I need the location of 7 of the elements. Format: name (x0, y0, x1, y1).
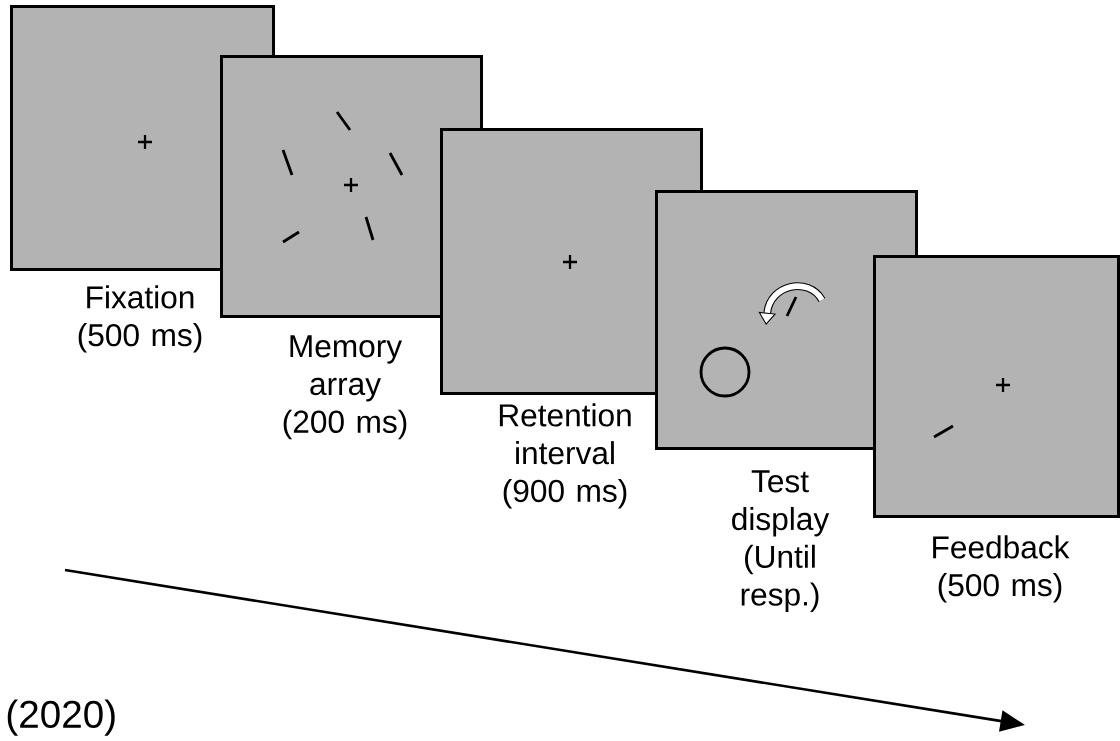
caption-text: Feedback (500 ms) (933, 535, 1070, 603)
caption-text: Test display (Until resp.) (732, 470, 830, 612)
caption-text: Fixation (500 ms) (78, 285, 202, 353)
caption-text: Retention interval (900 ms) (499, 403, 631, 509)
year-text: (2020) (7, 699, 115, 736)
caption-text: Memory array (200 ms) (283, 335, 407, 440)
screen-box (873, 255, 1120, 518)
